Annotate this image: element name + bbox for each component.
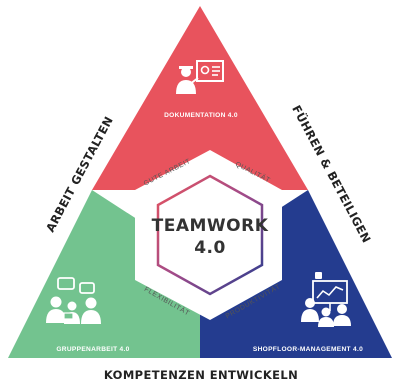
side-label-kompetenzen-entwickeln: KOMPETENZEN ENTWICKELN — [104, 368, 298, 382]
segment-label-shopfloor: SHOPFLOOR-MANAGEMENT 4.0 — [253, 346, 363, 353]
segment-label-gruppenarbeit: GRUPPENARBEIT 4.0 — [56, 346, 129, 353]
team-chart-meeting-icon — [301, 272, 351, 327]
center-hexagon-inner — [156, 174, 264, 296]
segment-top-dokumentation — [92, 6, 308, 190]
center-version: 4.0 — [194, 238, 226, 258]
presentation-person-icon — [176, 60, 224, 94]
center-title: TEAMWORK — [152, 216, 269, 236]
segment-label-dokumentation: DOKUMENTATION 4.0 — [164, 112, 238, 119]
team-discussion-icon — [46, 277, 101, 324]
